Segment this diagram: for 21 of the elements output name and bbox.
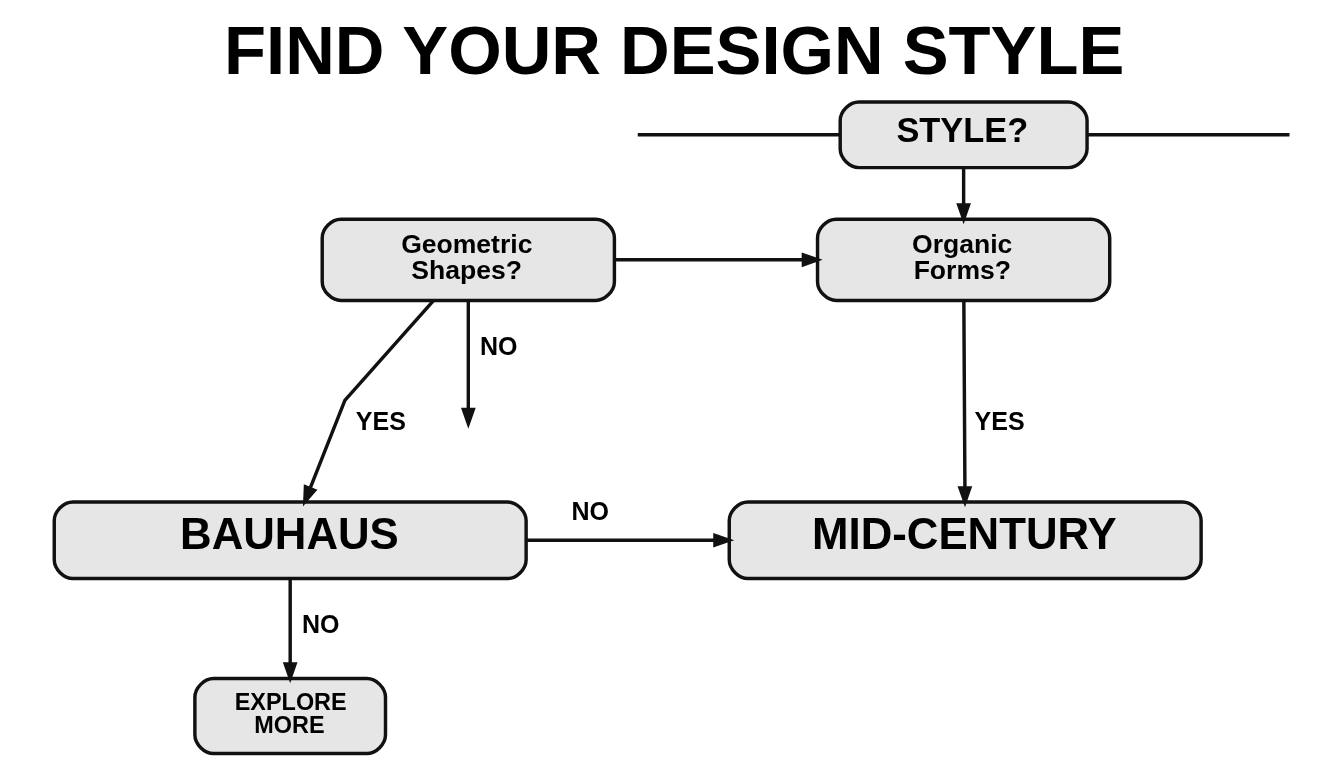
- connector: [637, 133, 840, 137]
- arrow: [614, 252, 823, 268]
- node-box: Geometric Shapes?: [320, 217, 616, 303]
- node-box: EXPLORE MORE: [192, 676, 387, 756]
- arrow: [955, 167, 971, 225]
- edge-label: YES: [974, 406, 1025, 435]
- edge-label: NO: [301, 609, 339, 638]
- node-box: MID-CENTURY: [727, 500, 1203, 581]
- connector: [1086, 133, 1289, 137]
- diagram-title: FIND YOUR DESIGN STYLE: [223, 12, 1124, 90]
- edge-label: NO: [571, 496, 609, 525]
- edge-label: NO: [479, 331, 518, 360]
- arrow: [282, 578, 298, 684]
- node-box: STYLE?: [837, 100, 1089, 170]
- arrow: [302, 299, 435, 507]
- node-box: Organic Forms?: [815, 217, 1111, 303]
- edge-label: YES: [355, 406, 406, 435]
- node-box: BAUHAUS: [52, 500, 528, 581]
- arrow: [460, 300, 476, 429]
- arrow: [957, 300, 972, 508]
- arrow: [526, 532, 734, 548]
